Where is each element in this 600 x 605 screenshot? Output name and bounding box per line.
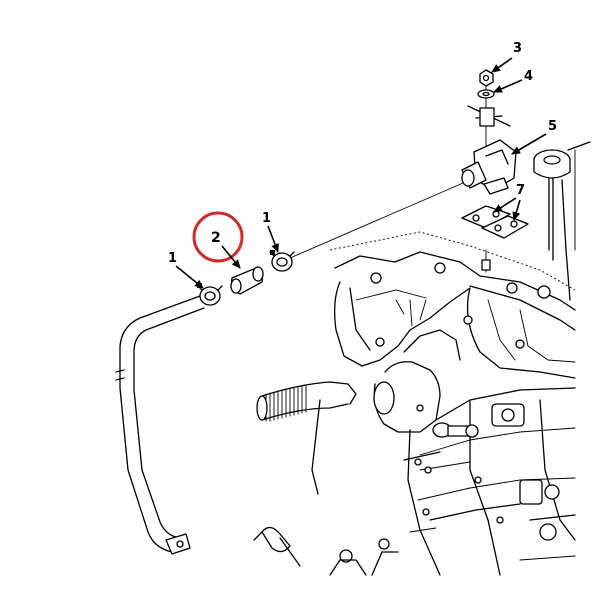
clamp-right xyxy=(269,250,295,272)
callout-label: 1 xyxy=(168,251,177,266)
clamp-left xyxy=(197,283,223,306)
callout-label: 1 xyxy=(262,211,271,226)
bellows-duct xyxy=(256,381,357,495)
fitting-assembly xyxy=(461,69,591,195)
callout-label: 5 xyxy=(548,119,557,134)
highlight-circle xyxy=(192,211,244,263)
lower-clips xyxy=(253,526,399,576)
callout-1-left: 1 xyxy=(168,251,204,289)
callout-3: 3 xyxy=(491,41,522,73)
engine-block xyxy=(329,149,576,576)
callout-5: 5 xyxy=(511,119,557,155)
callout-4: 4 xyxy=(493,69,533,93)
callout-label: 4 xyxy=(524,69,533,84)
callout-label: 3 xyxy=(513,41,522,56)
coolant-tube xyxy=(115,295,205,555)
callout-1-right: 1 xyxy=(262,211,279,253)
assembly-line xyxy=(289,179,471,259)
callout-2-highlighted: 2 xyxy=(192,211,244,269)
callout-label: 7 xyxy=(516,183,525,198)
callout-label: 2 xyxy=(211,230,221,246)
callout-7: 7 xyxy=(493,183,525,221)
hose-coupler xyxy=(230,266,264,295)
